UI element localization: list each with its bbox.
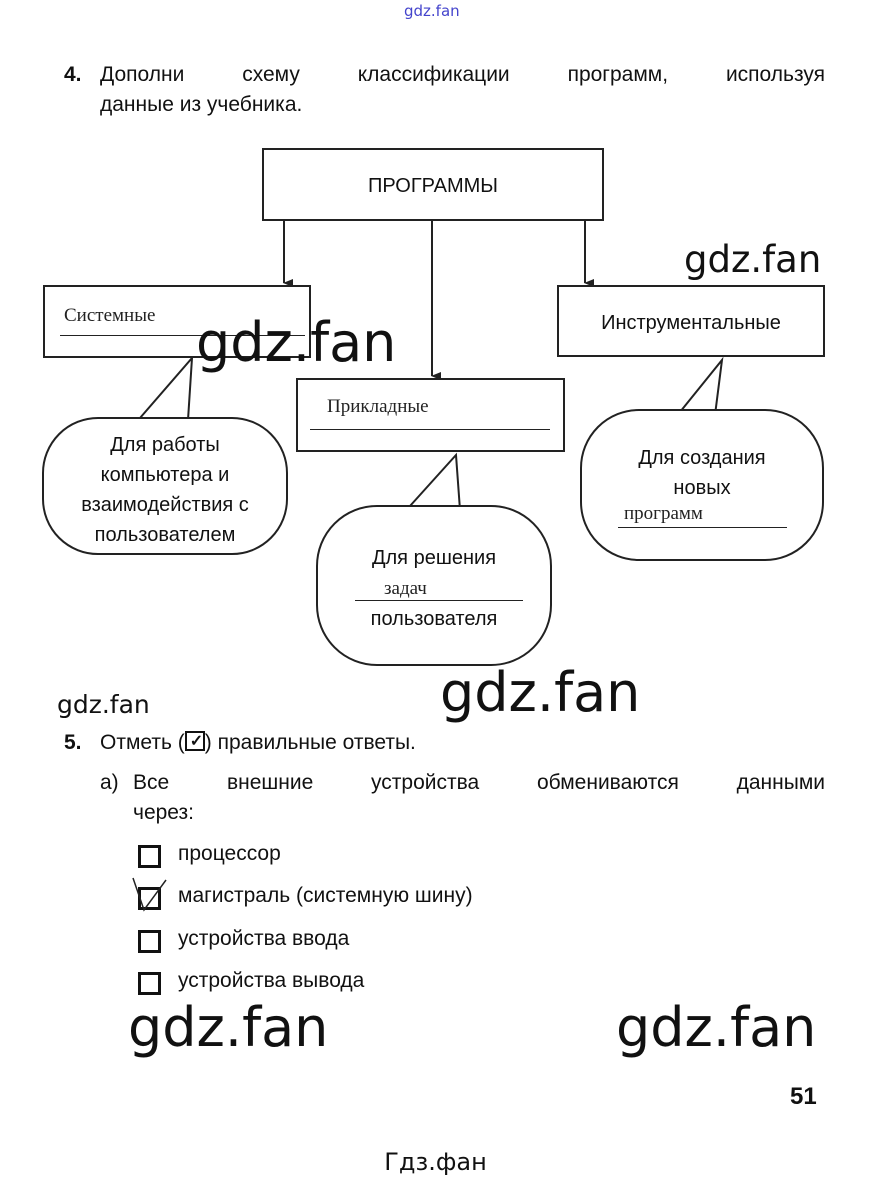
diagram-connectors <box>139 220 724 511</box>
task4-line2: данные из учебника. <box>100 93 303 116</box>
applied-box <box>296 378 565 452</box>
watermark: gdz.fan <box>440 661 641 724</box>
bubble-applied-line <box>355 600 523 601</box>
bubble-tail-system <box>139 355 194 421</box>
checkbox-sample-icon: ✓ <box>184 731 205 751</box>
bubble-system-text: Для работы компьютера и взаимодействия с… <box>43 430 287 550</box>
watermark: gdz.fan <box>128 996 329 1059</box>
page-number: 51 <box>790 1083 817 1110</box>
task4-line1: Дополни схему классификации программ, ис… <box>100 63 825 86</box>
bubble-tools-top: Для создания <box>638 447 766 469</box>
bubble-tools-mid: новых <box>673 477 731 499</box>
task5-number: 5. <box>64 731 82 754</box>
system-answer: Системные <box>64 305 156 326</box>
bubble-applied <box>316 505 552 666</box>
option-label: процессор <box>178 842 281 865</box>
instruction-text: Отметь ( <box>100 731 185 754</box>
option-checkbox-processor[interactable] <box>138 845 161 868</box>
watermark: gdz.fan <box>684 238 822 281</box>
watermark: gdz.fan <box>616 996 817 1059</box>
task4-number: 4. <box>64 63 82 86</box>
watermark-top: gdz.fan <box>404 2 460 20</box>
part-a-question-line2: через: <box>133 801 194 824</box>
system-answer-line <box>60 335 305 336</box>
watermark: gdz.fan <box>196 311 397 374</box>
footer-watermark: Гдз.фан <box>384 1148 487 1176</box>
bubble-applied-top: Для решения <box>371 547 497 569</box>
tools-box: Инструментальные <box>557 285 825 357</box>
bubble-system-line: пользователем <box>94 524 236 546</box>
instruction-text: ) правильные ответы. <box>204 731 416 754</box>
bubble-applied-answer: задач <box>384 578 427 599</box>
bubble-system <box>42 417 288 555</box>
part-a-letter: а) <box>100 771 119 794</box>
applied-answer-line <box>310 429 550 430</box>
bubble-system-line: Для работы <box>110 434 220 456</box>
option-label: устройства вывода <box>178 969 365 992</box>
task5-instruction: Отметь (✓) правильные ответы. <box>100 730 416 756</box>
root-label: ПРОГРАММЫ <box>367 175 499 197</box>
bubble-tools <box>580 409 824 561</box>
option-checkbox-output[interactable] <box>138 972 161 995</box>
bubble-system-line: взаимодействия с <box>81 494 249 516</box>
system-box <box>43 285 311 358</box>
root-box: ПРОГРАММЫ <box>262 148 604 221</box>
bubble-system-line: компьютера и <box>100 464 230 486</box>
speech-bubbles <box>42 409 824 666</box>
applied-answer: Прикладные <box>327 396 429 417</box>
handwritten-check-icon <box>132 877 167 912</box>
bubble-tail-tools <box>679 356 724 416</box>
tools-label: Инструментальные <box>601 312 781 334</box>
option-label: магистраль (системную шину) <box>178 884 473 907</box>
bubble-tools-answer: программ <box>624 503 703 524</box>
watermark: gdz.fan <box>57 690 150 719</box>
bubble-applied-bottom: пользователя <box>370 608 498 630</box>
bubble-tail-applied <box>409 452 461 511</box>
part-a-question-line1: Все внешние устройства обмениваются данн… <box>133 771 825 794</box>
option-checkbox-input[interactable] <box>138 930 161 953</box>
option-label: устройства ввода <box>178 927 350 950</box>
bubble-tools-line <box>618 527 787 528</box>
